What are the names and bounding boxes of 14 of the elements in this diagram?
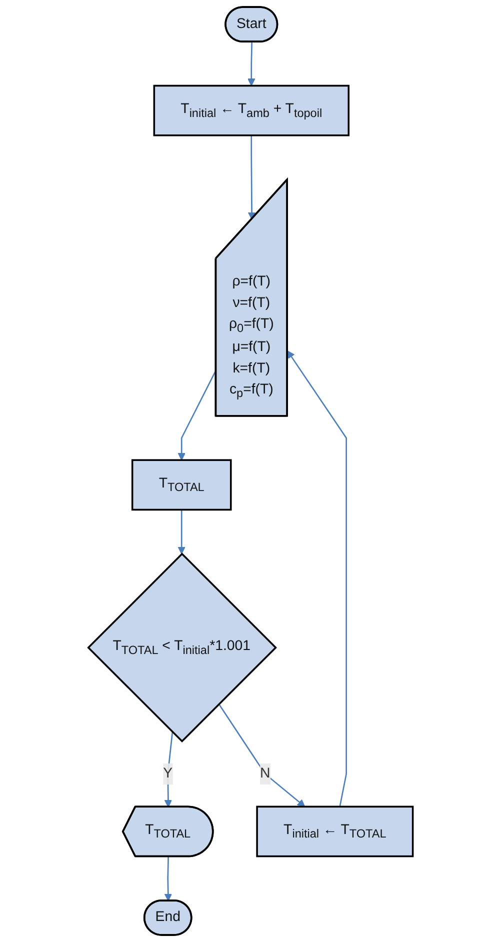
node-box: T$_{initial}$ ← T$_{TOTAL}$ — [256, 806, 414, 858]
edge-label: N — [260, 766, 271, 782]
node-diamond: T$_{TOTAL}$ < T$_{initial}$*1.001 — [88, 552, 278, 743]
arrow — [248, 42, 256, 86]
arrow — [288, 350, 348, 807]
arrow — [218, 704, 306, 807]
arrow — [178, 370, 218, 460]
edge-label: Y — [164, 766, 173, 782]
node-box: T$_{TOTAL}$ — [132, 459, 232, 511]
node-box: T$_{initial}$ ← T$_{amb}$ + T$_{topoil}$ — [154, 84, 350, 136]
arrow — [178, 510, 186, 554]
arrow — [164, 732, 174, 808]
arrow — [164, 856, 172, 902]
arrow — [248, 135, 256, 220]
